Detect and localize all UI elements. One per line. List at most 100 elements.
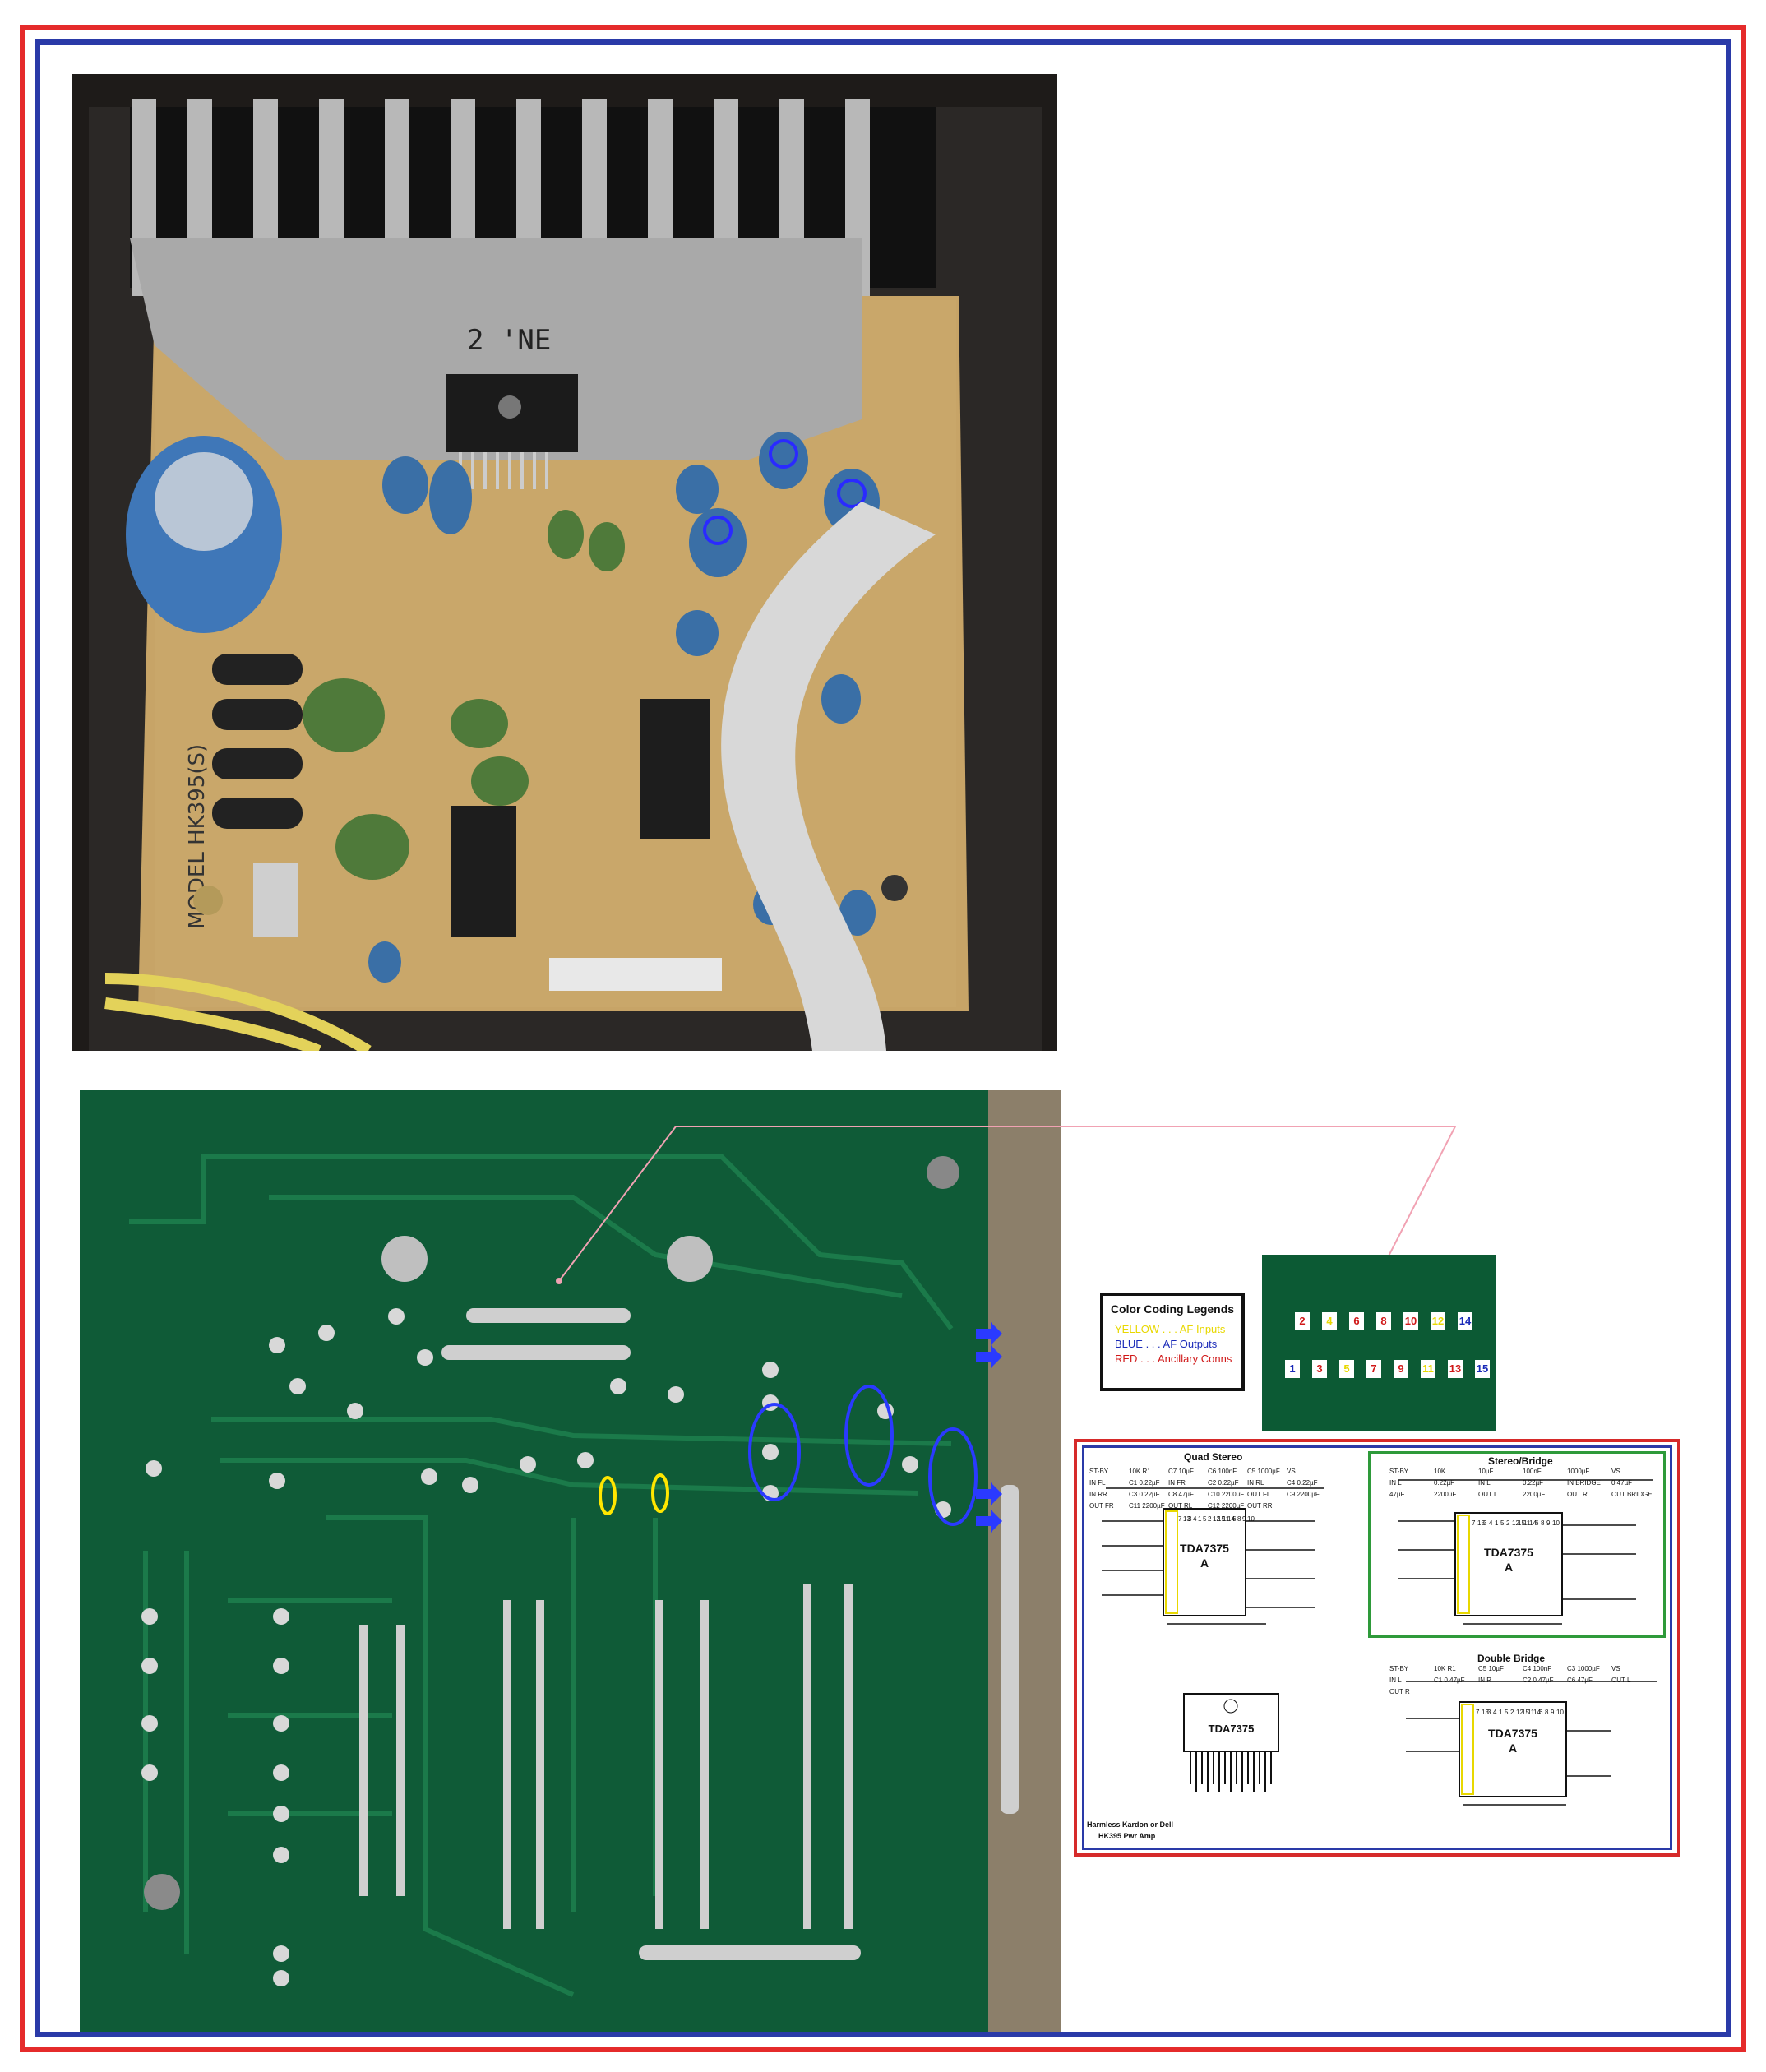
stereo-label-5: VS xyxy=(1611,1468,1620,1475)
stereo-pin-6: 2 xyxy=(1506,1519,1510,1527)
double-bridge-title: Double Bridge xyxy=(1477,1653,1546,1664)
double-pin-2: 3 xyxy=(1487,1709,1491,1716)
quad-label-10: IN RL xyxy=(1247,1479,1264,1487)
quad-label-18: OUT FR xyxy=(1089,1502,1114,1510)
connector-pin-14: 14 xyxy=(1458,1312,1472,1330)
credit-text: Harmless Kardon or Dell HK395 Pwr Amp xyxy=(1087,1819,1173,1842)
stereo-pin-2: 3 xyxy=(1483,1519,1487,1527)
outer-blue-border xyxy=(35,39,1731,2037)
double-pin-12: 8 xyxy=(1545,1709,1549,1716)
quad-pin-10: 14 xyxy=(1227,1515,1235,1523)
quad-label-1: 10K R1 xyxy=(1129,1468,1151,1475)
quad-pin-0: 7 xyxy=(1178,1515,1182,1523)
solder-side-drawing xyxy=(80,1090,1061,2032)
stereo-label-13: 2200µF xyxy=(1434,1491,1457,1498)
stereo-label-11: 0.47µF xyxy=(1611,1479,1633,1487)
quad-chip-label: TDA7375 xyxy=(1180,1542,1229,1555)
double-pin-1: 13 xyxy=(1482,1709,1489,1716)
double-label-5: VS xyxy=(1611,1665,1620,1672)
quad-label-13: C3 0.22µF xyxy=(1129,1491,1160,1498)
quad-label-6: IN FL xyxy=(1089,1479,1106,1487)
connector-pin-10: 10 xyxy=(1403,1312,1418,1330)
double-pin-8: 15 xyxy=(1522,1709,1529,1716)
stereo-pin-14: 10 xyxy=(1552,1519,1560,1527)
quad-pin-8: 15 xyxy=(1218,1515,1225,1523)
stereo-label-0: ST-BY xyxy=(1389,1468,1409,1475)
quad-label-8: IN FR xyxy=(1168,1479,1186,1487)
stereo-pin-12: 8 xyxy=(1541,1519,1545,1527)
connector-pin-12: 12 xyxy=(1431,1312,1445,1330)
connector-pin-15: 15 xyxy=(1475,1360,1490,1378)
stereo-bridge-highlight xyxy=(1368,1451,1666,1638)
stereo-label-2: 10µF xyxy=(1478,1468,1494,1475)
quad-label-12: IN RR xyxy=(1089,1491,1107,1498)
stereo-pin-10: 14 xyxy=(1529,1519,1537,1527)
stereo-label-16: OUT R xyxy=(1567,1491,1588,1498)
connector-pin-11: 11 xyxy=(1421,1360,1435,1378)
connector-pin-2: 2 xyxy=(1295,1312,1310,1330)
stereo-label-9: 0.22µF xyxy=(1523,1479,1544,1487)
package-label: TDA7375 xyxy=(1208,1723,1255,1735)
quad-chip-sub: A xyxy=(1200,1556,1209,1570)
quad-pin-12: 8 xyxy=(1237,1515,1241,1523)
legend-blue: BLUE . . . AF Outputs xyxy=(1115,1338,1218,1350)
heatsink-marking: 2 'NE xyxy=(467,324,551,357)
double-pin-7: 12 xyxy=(1516,1709,1523,1716)
double-pin-6: 2 xyxy=(1510,1709,1514,1716)
quad-pin-2: 3 xyxy=(1188,1515,1192,1523)
double-label-6: IN L xyxy=(1389,1677,1402,1684)
connector-pin-7: 7 xyxy=(1366,1360,1381,1378)
double-label-2: C5 10µF xyxy=(1478,1665,1504,1672)
double-label-0: ST-BY xyxy=(1389,1665,1409,1672)
stereo-label-8: IN L xyxy=(1478,1479,1491,1487)
quad-pin-6: 2 xyxy=(1208,1515,1212,1523)
double-pin-13: 9 xyxy=(1551,1709,1555,1716)
stereo-chip-label: TDA7375 xyxy=(1484,1546,1533,1559)
connector-pin-3: 3 xyxy=(1312,1360,1327,1378)
connector-pin-13: 13 xyxy=(1448,1360,1463,1378)
quad-stereo-title: Quad Stereo xyxy=(1184,1451,1243,1463)
connector-pin-8: 8 xyxy=(1376,1312,1391,1330)
stereo-bridge-title: Stereo/Bridge xyxy=(1488,1455,1553,1467)
quad-pin-5: 5 xyxy=(1203,1515,1207,1523)
legend-yellow: YELLOW . . . AF Inputs xyxy=(1115,1323,1226,1335)
stereo-pin-5: 5 xyxy=(1500,1519,1505,1527)
stereo-label-12: 47µF xyxy=(1389,1491,1405,1498)
stereo-pin-11: 6 xyxy=(1535,1519,1539,1527)
stereo-pin-0: 7 xyxy=(1472,1519,1476,1527)
quad-label-17: C9 2200µF xyxy=(1287,1491,1320,1498)
quad-label-7: C1 0.22µF xyxy=(1129,1479,1160,1487)
double-label-3: C4 100nF xyxy=(1523,1665,1552,1672)
color-coding-legend: Color Coding Legends YELLOW . . . AF Inp… xyxy=(1100,1293,1245,1391)
credit-line-1: Harmless Kardon or Dell xyxy=(1087,1820,1174,1829)
stereo-label-6: IN L xyxy=(1389,1479,1402,1487)
quad-label-20: OUT RL xyxy=(1168,1502,1193,1510)
double-label-7: C1 0.47µF xyxy=(1434,1677,1465,1684)
quad-label-15: C10 2200µF xyxy=(1208,1491,1245,1498)
schematic-panel-red-border xyxy=(1074,1439,1680,1857)
quad-label-9: C2 0.22µF xyxy=(1208,1479,1239,1487)
connector-pin-6: 6 xyxy=(1349,1312,1364,1330)
quad-label-5: VS xyxy=(1287,1468,1296,1475)
quad-pin-3: 4 xyxy=(1193,1515,1197,1523)
double-pin-11: 6 xyxy=(1539,1709,1543,1716)
outer-red-border xyxy=(20,25,1746,2052)
connector-pin-9: 9 xyxy=(1394,1360,1408,1378)
quad-label-3: C6 100nF xyxy=(1208,1468,1237,1475)
stereo-pin-7: 12 xyxy=(1512,1519,1519,1527)
double-pin-9: 11 xyxy=(1528,1709,1535,1716)
quad-label-14: C8 47µF xyxy=(1168,1491,1194,1498)
quad-label-22: OUT RR xyxy=(1247,1502,1273,1510)
legend-title: Color Coding Legends xyxy=(1110,1302,1235,1316)
stereo-pin-13: 9 xyxy=(1546,1519,1551,1527)
stereo-label-3: 100nF xyxy=(1523,1468,1542,1475)
double-label-10: C6 47µF xyxy=(1567,1677,1593,1684)
double-pin-10: 14 xyxy=(1533,1709,1541,1716)
stereo-label-10: IN BRIDGE xyxy=(1567,1479,1601,1487)
stereo-pin-1: 13 xyxy=(1477,1519,1485,1527)
schematic-panel-blue-border xyxy=(1082,1445,1672,1850)
double-pin-4: 1 xyxy=(1499,1709,1503,1716)
double-label-8: IN R xyxy=(1478,1677,1491,1684)
